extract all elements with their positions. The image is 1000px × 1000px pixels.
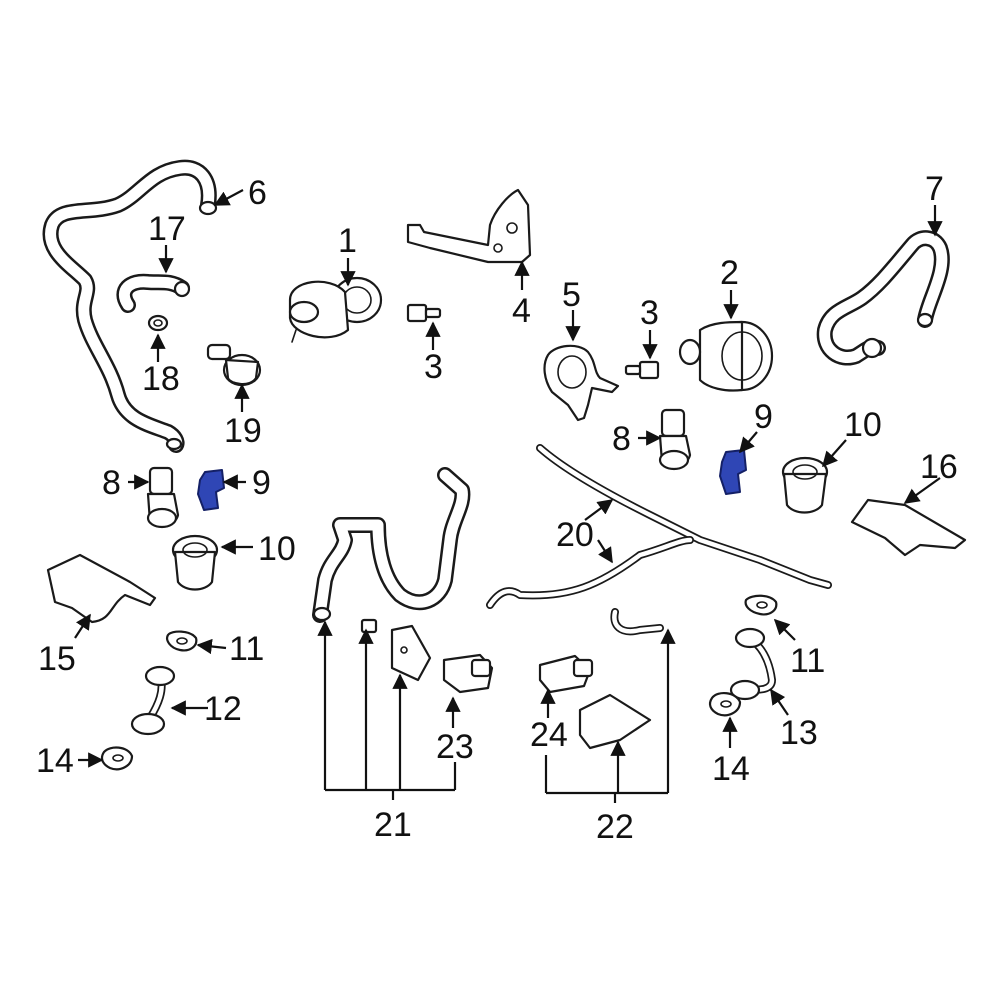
callout-3-right: 3: [640, 294, 659, 332]
callout-19: 19: [224, 412, 262, 450]
leader-lines: [74, 189, 943, 803]
callout-20: 20: [556, 516, 594, 554]
callout-16: 16: [920, 448, 958, 486]
part-21-bracket[interactable]: [390, 624, 432, 682]
callout-10-right: 10: [844, 406, 882, 444]
callout-17: 17: [148, 210, 186, 248]
part-1-air-pump[interactable]: [288, 276, 383, 343]
part-14-gasket-left[interactable]: [100, 746, 134, 771]
part-21-fitting[interactable]: [360, 618, 378, 634]
part-11-gasket-left[interactable]: [166, 630, 198, 652]
part-21-pipe[interactable]: [312, 467, 471, 623]
part-6-hose[interactable]: [42, 159, 218, 453]
callout-4: 4: [512, 292, 531, 330]
part-9-left[interactable]: [197, 469, 225, 511]
part-19-valve[interactable]: [206, 343, 262, 387]
callout-7: 7: [925, 170, 944, 208]
part-17-hose[interactable]: [116, 273, 191, 313]
callout-12: 12: [204, 690, 242, 728]
callout-21: 21: [374, 806, 412, 844]
part-2-air-pump[interactable]: [678, 320, 774, 392]
part-22-bracket[interactable]: [578, 693, 652, 750]
callout-14-right: 14: [712, 750, 750, 788]
part-14-gasket-right[interactable]: [708, 692, 742, 717]
part-11-gasket-right[interactable]: [744, 594, 778, 616]
part-22-hose[interactable]: [610, 608, 664, 636]
part-10-valve-right[interactable]: [781, 456, 829, 514]
callout-2: 2: [720, 254, 739, 292]
callout-23: 23: [436, 728, 474, 766]
callout-6: 6: [248, 174, 267, 212]
part-18-clamp[interactable]: [147, 314, 169, 332]
callout-9-right: 9: [754, 398, 773, 436]
callout-11-left: 11: [229, 630, 264, 668]
part-4-bracket[interactable]: [406, 188, 532, 264]
part-3-sensor-right[interactable]: [624, 360, 660, 380]
callout-labels: 1 2 3 3 4 5 6 7 8 8 9 9 10 10 11 11 12 1…: [36, 170, 958, 846]
part-8-valve-left[interactable]: [146, 466, 180, 529]
part-5-bracket[interactable]: [543, 344, 620, 422]
part-20-pipe-assembly[interactable]: [486, 444, 832, 609]
part-23-solenoid[interactable]: [442, 653, 494, 694]
part-24-solenoid[interactable]: [538, 654, 594, 694]
part-10-valve-left[interactable]: [171, 534, 219, 591]
part-15-heat-shield[interactable]: [46, 553, 157, 624]
part-7-hose[interactable]: [816, 230, 950, 366]
callout-3-left: 3: [424, 348, 443, 386]
callout-1: 1: [338, 222, 357, 260]
part-16-heat-shield[interactable]: [850, 498, 967, 557]
callout-13: 13: [780, 714, 818, 752]
callout-22: 22: [596, 808, 634, 846]
part-9-right[interactable]: [719, 449, 747, 495]
callout-8-left: 8: [102, 464, 121, 502]
part-3-sensor-left[interactable]: [406, 303, 442, 323]
callout-10-left: 10: [258, 530, 296, 568]
part-8-valve-right[interactable]: [658, 408, 692, 471]
callout-9-left: 9: [252, 464, 271, 502]
part-13-pipe[interactable]: [729, 627, 776, 701]
callout-15: 15: [38, 640, 76, 678]
callout-14-left: 14: [36, 742, 74, 780]
callout-11-right: 11: [790, 642, 825, 680]
callout-5: 5: [562, 276, 581, 314]
callout-8-right: 8: [612, 420, 631, 458]
callout-18: 18: [142, 360, 180, 398]
callout-24: 24: [530, 716, 568, 754]
part-12-pipe[interactable]: [130, 665, 176, 736]
